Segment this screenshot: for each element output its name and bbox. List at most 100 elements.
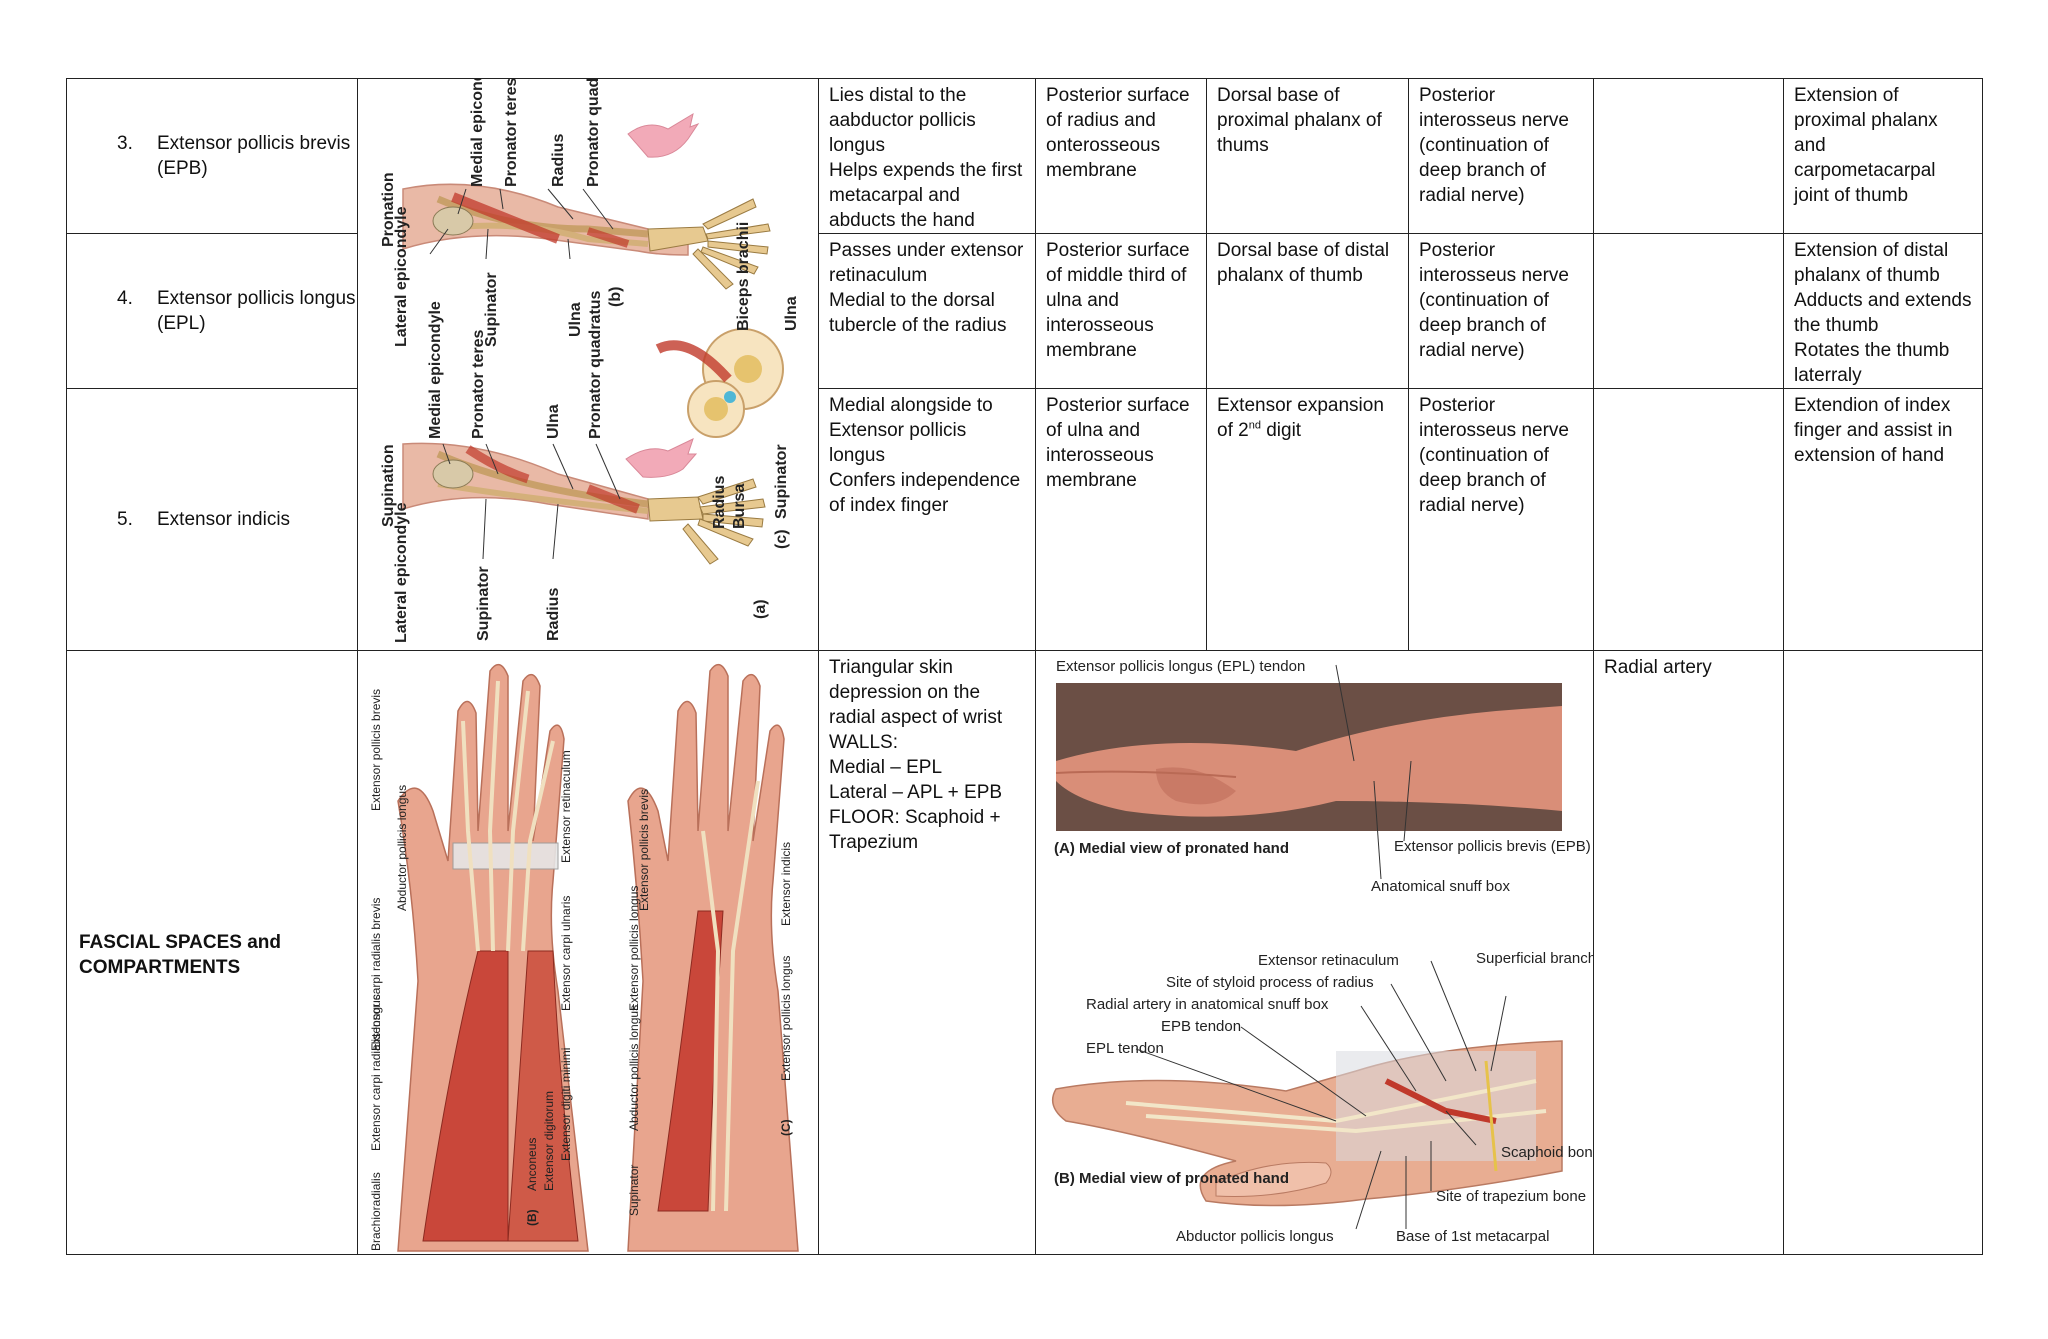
label-apl: Abductor pollicis longus xyxy=(1176,1228,1334,1245)
label-C: (C) xyxy=(779,1119,793,1136)
label-supination: Supination xyxy=(380,444,397,527)
snuffbox-illustration: Extensor pollicis longus (EPL) tendon (A… xyxy=(1051,658,1594,1245)
label-retinaculum: Extensor retinaculum xyxy=(1258,952,1399,969)
label-brachioradialis: Brachioradialis xyxy=(369,1172,383,1251)
label-epl-c2: Extensor pollicis longus xyxy=(779,956,793,1081)
label-pronator-teres-b: Pronator teres xyxy=(503,79,520,187)
forearm-rotation-figure: Pronation Lateral epicondyle Medial epic… xyxy=(357,78,819,651)
fascial-empty-cell xyxy=(1783,650,1983,1255)
fascial-line: FLOOR: Scaphoid + Trapezium xyxy=(829,807,1001,853)
location-line: Confers independence of index finger xyxy=(829,470,1021,516)
caption-b: (B) Medial view of pronated hand xyxy=(1054,1170,1289,1187)
label-base-metacarpal: Base of 1st metacarpal xyxy=(1396,1228,1549,1245)
insertion-cell: Dorsal base of proximal phalanx of thums xyxy=(1206,78,1409,234)
insertion-sup: nd xyxy=(1248,419,1261,432)
location-line: Lies distal to the aabductor pollicis lo… xyxy=(829,85,976,156)
label-ed: Extensor digitorum xyxy=(542,1091,556,1191)
fascial-line: WALLS: xyxy=(829,732,898,753)
location-cell: Lies distal to the aabductor pollicis lo… xyxy=(818,78,1036,234)
table-row: 5. Extensor indicis Medial alongside to … xyxy=(66,388,1983,651)
forearm-rotation-illustration: Pronation Lateral epicondyle Medial epic… xyxy=(380,79,800,644)
muscle-cell: 5. Extensor indicis xyxy=(66,388,358,651)
label-epb-tendon-a: Extensor pollicis brevis (EPB) tendon xyxy=(1394,838,1594,855)
label-styloid: Site of styloid process of radius xyxy=(1166,974,1374,991)
label-lateral-epicondyle-a: Lateral epicondyle xyxy=(393,502,410,643)
label-radial-artery: Radial artery in anatomical snuff box xyxy=(1086,996,1329,1013)
label-apl-c: Abductor pollicis longus xyxy=(627,1005,641,1131)
insertion-text: Extensor expansion of 2 xyxy=(1217,395,1384,441)
row-number: 3. xyxy=(117,133,133,154)
label-snuff-box: Anatomical snuff box xyxy=(1371,878,1510,895)
location-cell: Medial alongside to Extensor pollicis lo… xyxy=(818,388,1036,651)
muscle-cell: 3. Extensor pollicis brevis (EPB) xyxy=(66,78,358,234)
label-epb-c: Extensor pollicis brevis xyxy=(637,789,651,911)
label-epl-c1: Extensor pollicis longus xyxy=(627,886,641,1011)
label-epl-tendon: EPL tendon xyxy=(1086,1040,1164,1057)
action-cell: Extension of proximal phalanx and carpom… xyxy=(1783,78,1983,234)
label-medial-epicondyle-a: Medial epicondyle xyxy=(427,301,444,439)
action-line: Extension of proximal phalanx and carpom… xyxy=(1794,85,1938,206)
caption-a: (A) Medial view of pronated hand xyxy=(1054,840,1289,857)
label-pronator-quadratus-a: Pronator quadratus xyxy=(587,290,604,439)
origin-cell: Posterior surface of middle third of uln… xyxy=(1035,233,1207,389)
action-cell: Extendion of index finger and assist in … xyxy=(1783,388,1983,651)
label-ecu: Extensor carpi ulnaris xyxy=(559,896,573,1011)
label-radius-a: Radius xyxy=(545,588,562,641)
label-trapezium: Site of trapezium bone xyxy=(1436,1188,1586,1205)
action-line: Extendion of index finger and assist in … xyxy=(1794,395,1953,466)
label-pronator-teres-a: Pronator teres xyxy=(470,330,487,439)
location-cell: Passes under extensor retinaculum Medial… xyxy=(818,233,1036,389)
label-biceps-brachii: Biceps brachii xyxy=(735,222,752,331)
label-B: (B) xyxy=(525,1209,539,1226)
location-line: Medial alongside to Extensor pollicis lo… xyxy=(829,395,993,466)
label-lateral-epicondyle-b: Lateral epicondyle xyxy=(393,206,410,347)
nerve-cell: Posterior interosseus nerve (continuatio… xyxy=(1408,233,1594,389)
muscle-cell: 4. Extensor pollicis longus (EPL) xyxy=(66,233,358,389)
blood-supply-cell xyxy=(1593,78,1784,234)
extensor-muscles-figure: Extensor pollicis brevis Abductor pollic… xyxy=(357,650,819,1255)
label-ulna-a: Ulna xyxy=(545,404,562,439)
nerve-cell: Posterior interosseus nerve (continuatio… xyxy=(1408,78,1594,234)
label-supinator-b: Supinator xyxy=(483,272,500,347)
action-line: Adducts and extends the thumb xyxy=(1794,290,1972,336)
muscle-name: Extensor pollicis brevis (EPB) xyxy=(157,133,351,179)
muscle-name: Extensor indicis xyxy=(157,509,291,530)
fascial-line: Triangular skin depression on the radial… xyxy=(829,657,1003,728)
fascial-line: Medial – EPL xyxy=(829,757,943,778)
blood-supply-cell xyxy=(1593,388,1784,651)
action-line: Extension of distal phalanx of thumb xyxy=(1794,240,1949,286)
fascial-description-cell: Triangular skin depression on the radial… xyxy=(818,650,1036,1255)
fascial-line: Lateral – APL + EPB xyxy=(829,782,1003,803)
label-epb-b: Extensor pollicis brevis xyxy=(369,689,383,811)
row-number: 5. xyxy=(117,509,133,530)
label-c: (c) xyxy=(773,529,790,549)
label-radius-c: Radius xyxy=(711,476,728,529)
label-epl-tendon-top: Extensor pollicis longus (EPL) tendon xyxy=(1056,658,1305,675)
blood-supply-cell xyxy=(1593,233,1784,389)
table-row: 4. Extensor pollicis longus (EPL) Passes… xyxy=(66,233,1983,389)
label-extensor-retinaculum: Extensor retinaculum xyxy=(559,750,573,863)
label-superficial: Superficial branch of radial nerve xyxy=(1476,950,1594,967)
snuffbox-figure: Extensor pollicis longus (EPL) tendon (A… xyxy=(1035,650,1594,1255)
label-epb-tendon: EPB tendon xyxy=(1161,1018,1241,1035)
origin-cell: Posterior surface of radius and onteross… xyxy=(1035,78,1207,234)
location-line: Helps expends the first metacarpal and a… xyxy=(829,160,1023,231)
label-radius-b: Radius xyxy=(550,134,567,187)
table-row: FASCIAL SPACES and COMPARTMENTS xyxy=(66,650,1983,1255)
fascial-blood-cell: Radial artery xyxy=(1593,650,1784,1255)
label-supinator-m: Supinator xyxy=(627,1165,641,1216)
label-scaphoid: Scaphoid bone xyxy=(1501,1144,1594,1161)
location-line: Passes under extensor retinaculum xyxy=(829,240,1024,286)
label-ecrl: Extensor carpi radialis longus xyxy=(369,994,383,1151)
label-a: (a) xyxy=(752,599,769,619)
label-pronation: Pronation xyxy=(380,172,397,247)
label-ecrb: Extensor carpi radialis brevis xyxy=(369,898,383,1051)
label-pronator-quadratus-b: Pronator quadratus xyxy=(585,79,602,187)
label-medial-epicondyle-b: Medial epicondyle xyxy=(469,79,486,187)
origin-cell: Posterior surface of ulna and interosseo… xyxy=(1035,388,1207,651)
label-anconeus: Anconeus xyxy=(525,1138,539,1191)
label-bursa: Bursa xyxy=(731,484,748,529)
muscle-name: Extensor pollicis longus (EPL) xyxy=(157,288,356,334)
label-supinator-c: Supinator xyxy=(773,444,790,519)
label-ulna-c: Ulna xyxy=(783,296,800,331)
